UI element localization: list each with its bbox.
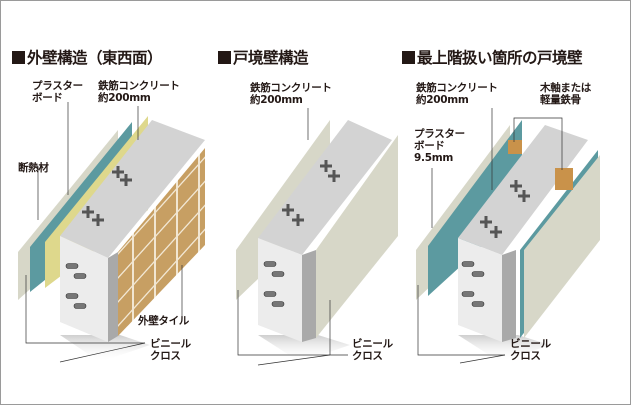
label-plaster-board: プラスター ボード bbox=[32, 80, 83, 104]
label-line: ビニール bbox=[150, 338, 191, 350]
concrete-top bbox=[258, 120, 392, 255]
label-vinyl-cloth: ビニール クロス bbox=[510, 338, 551, 362]
label-line: 9.5mm bbox=[414, 152, 453, 164]
label-line: プラスター bbox=[414, 128, 465, 140]
label-concrete: 鉄筋コンクリート 約200mm bbox=[416, 82, 498, 106]
square-bullet-icon bbox=[402, 51, 415, 64]
label-line: ビニール bbox=[510, 338, 551, 350]
stud-upper bbox=[508, 140, 522, 154]
title-text: 外壁構造（東西面） bbox=[27, 49, 163, 67]
label-line: 鉄筋コンクリート bbox=[416, 82, 498, 94]
label-line: 木軸または bbox=[540, 82, 591, 94]
title-text: 戸境壁構造 bbox=[233, 49, 309, 67]
top-floor-party-wall-illustration bbox=[416, 120, 600, 362]
party-wall-illustration bbox=[236, 120, 398, 362]
label-line: ビニール bbox=[352, 338, 393, 350]
title-text: 最上階扱い箇所の戸境壁 bbox=[417, 49, 583, 67]
label-line: 約200mm bbox=[250, 94, 303, 106]
label-exterior-tile: 外壁タイル bbox=[138, 315, 189, 327]
label-concrete: 鉄筋コンクリート 約200mm bbox=[250, 82, 332, 106]
square-bullet-icon bbox=[218, 51, 231, 64]
square-bullet-icon bbox=[12, 51, 25, 64]
label-line: 約200mm bbox=[416, 94, 469, 106]
exterior-tile-layer bbox=[118, 148, 205, 336]
panel-title-party-wall: 戸境壁構造 bbox=[218, 46, 309, 68]
label-plaster-board: プラスター ボード 9.5mm bbox=[414, 128, 465, 164]
label-line: ボード bbox=[32, 92, 63, 104]
panel-title-exterior: 外壁構造（東西面） bbox=[12, 46, 163, 68]
concrete-top bbox=[60, 120, 205, 258]
label-line: 鉄筋コンクリート bbox=[98, 80, 180, 92]
label-line: 鉄筋コンクリート bbox=[250, 82, 332, 94]
label-line: クロス bbox=[150, 350, 181, 362]
label-insulation: 断熱材 bbox=[18, 162, 49, 174]
vinyl-cloth-right bbox=[316, 135, 398, 338]
plaster-board-layer bbox=[428, 120, 522, 296]
stud-lower bbox=[555, 168, 573, 190]
label-line: プラスター bbox=[32, 80, 83, 92]
label-line: 軽量鉄骨 bbox=[540, 94, 581, 106]
label-vinyl-cloth: ビニール クロス bbox=[150, 338, 191, 362]
label-concrete: 鉄筋コンクリート 約200mm bbox=[98, 80, 180, 104]
concrete-front bbox=[458, 238, 502, 342]
vinyl-cloth-right bbox=[524, 155, 600, 338]
label-line: ボード bbox=[414, 140, 445, 152]
panel-title-top-floor: 最上階扱い箇所の戸境壁 bbox=[402, 46, 583, 68]
leader-lines bbox=[25, 102, 563, 366]
label-line: 約200mm bbox=[98, 92, 151, 104]
label-vinyl-cloth: ビニール クロス bbox=[352, 338, 393, 362]
exterior-wall-illustration bbox=[18, 116, 205, 362]
concrete-front bbox=[60, 236, 108, 342]
label-line: クロス bbox=[352, 350, 383, 362]
label-stud: 木軸または 軽量鉄骨 bbox=[540, 82, 591, 106]
label-line: クロス bbox=[510, 350, 541, 362]
concrete-front bbox=[258, 238, 302, 342]
